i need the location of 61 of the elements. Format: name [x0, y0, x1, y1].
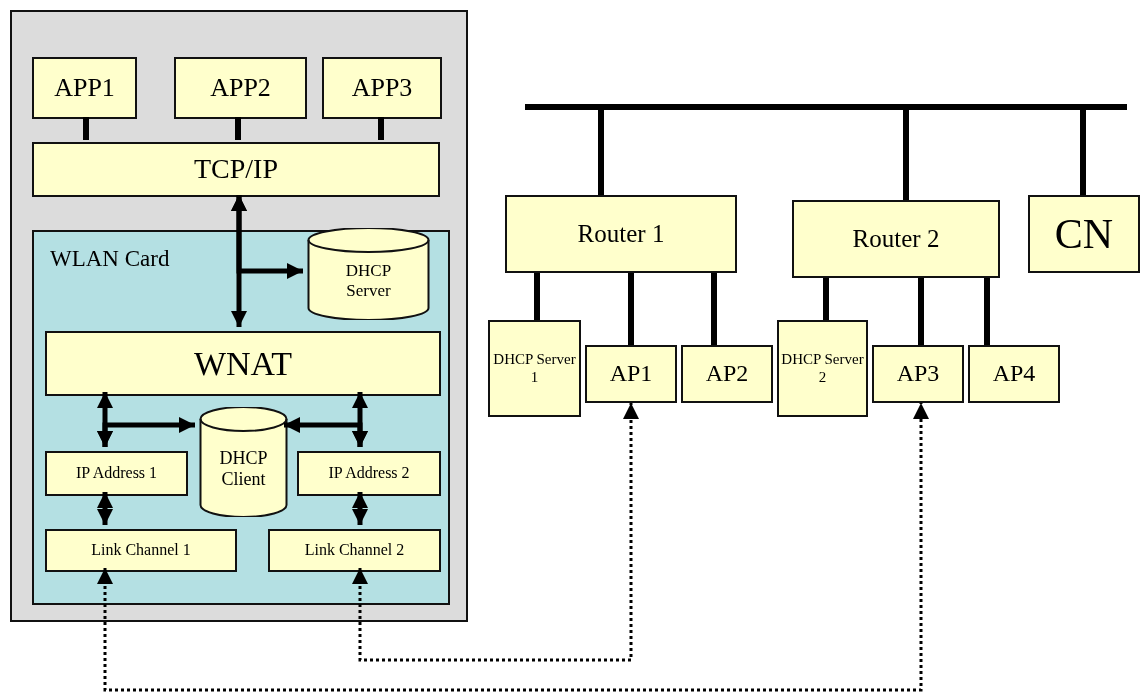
server-box: [488, 320, 581, 417]
process-box: [45, 451, 188, 496]
node-label: DHCP Server: [344, 260, 393, 301]
connector-line: [918, 278, 924, 345]
panel-title: WLAN Card: [50, 246, 170, 273]
process-box: [297, 451, 441, 496]
node-label: AP1: [609, 360, 653, 388]
dotted-arrow: [352, 403, 639, 662]
node-label: WNAT: [193, 343, 293, 384]
app-box: [32, 57, 137, 119]
node-label: DHCP Server 2: [780, 351, 865, 386]
app-box: [174, 57, 307, 119]
node-label: APP2: [210, 73, 271, 103]
double-arrow: [352, 492, 368, 525]
connector-line: [823, 278, 829, 320]
double-arrow: [97, 492, 113, 525]
access-point-box: [585, 345, 677, 403]
access-point-box: [681, 345, 773, 403]
app-box: [322, 57, 442, 119]
node-label: Router 2: [852, 224, 940, 254]
connector-line: [984, 278, 990, 345]
access-point-box: [968, 345, 1060, 403]
connector-line: [235, 117, 241, 140]
access-point-box: [872, 345, 964, 403]
server-box: [777, 320, 868, 417]
node-label: AP2: [705, 360, 749, 388]
outer-panel: [10, 10, 468, 622]
connector-line: [711, 273, 717, 345]
node-label: AP3: [896, 360, 940, 388]
double-arrow: [97, 417, 195, 447]
connector-line: [628, 273, 634, 345]
node-label: APP1: [54, 73, 115, 103]
double-arrow: [231, 195, 303, 279]
connector-line: [83, 117, 89, 140]
network-bus: [525, 104, 1127, 110]
node-label: DHCP Client: [218, 447, 269, 490]
node-label: AP4: [992, 360, 1036, 388]
dotted-arrow: [97, 403, 929, 692]
node-label: CN: [1054, 209, 1114, 259]
process-box: [45, 529, 237, 572]
connector-line: [903, 110, 909, 200]
node-label: DHCP Server 1: [492, 351, 577, 386]
connector-line: [378, 117, 384, 140]
node-box: [1028, 195, 1140, 273]
node-label: Link Channel 2: [304, 541, 405, 560]
connector-line: [1080, 110, 1086, 195]
node-label: IP Address 1: [75, 464, 158, 483]
wlan-card-panel: [32, 230, 450, 605]
double-arrow: [284, 417, 368, 447]
process-box: [268, 529, 441, 572]
node-label: Router 1: [577, 219, 665, 249]
router-box: [792, 200, 1000, 278]
node-label: IP Address 2: [328, 464, 410, 483]
node-label: Link Channel 1: [91, 541, 191, 560]
connector-line: [598, 110, 604, 195]
connector-line: [534, 273, 540, 320]
node-label: TCP/IP: [194, 153, 278, 186]
process-box: [45, 331, 441, 396]
protocol-box: [32, 142, 440, 197]
router-box: [505, 195, 737, 273]
node-label: APP3: [351, 73, 413, 103]
